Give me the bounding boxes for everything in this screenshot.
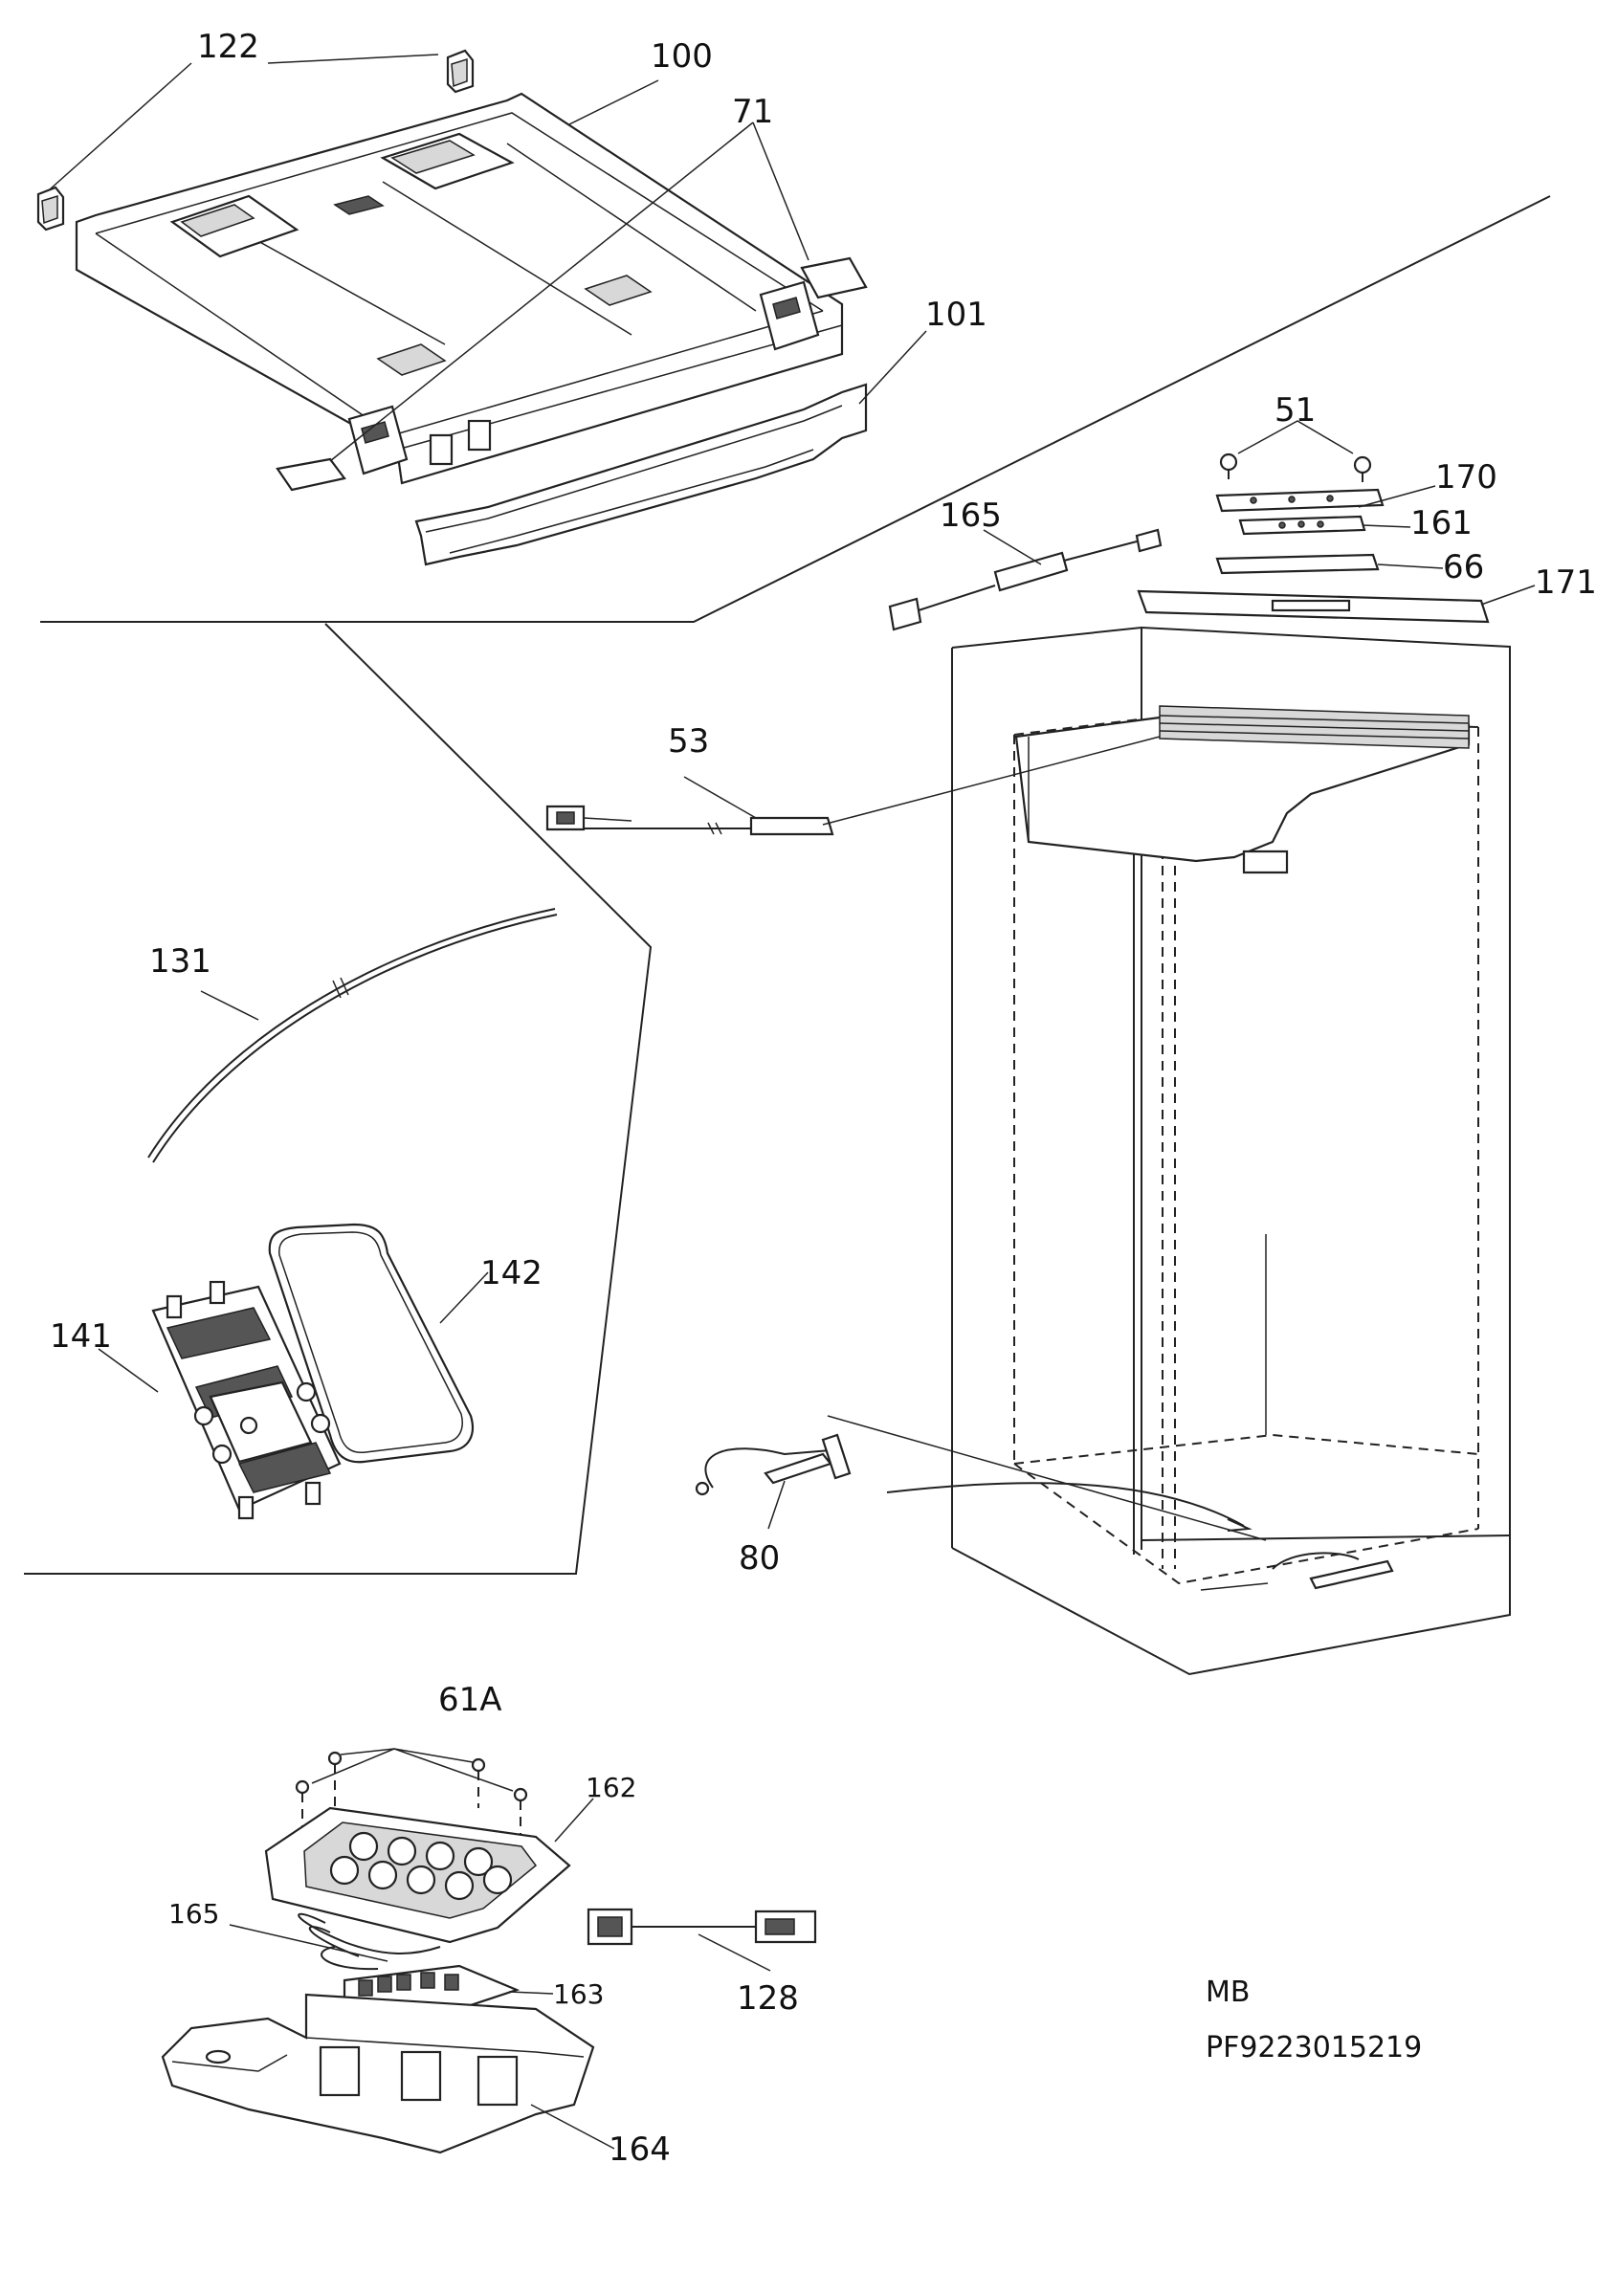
screws-61a (295, 1748, 528, 1861)
callout-51: 51 (1274, 391, 1316, 430)
control-panel-170 (1215, 488, 1385, 513)
lamp-cover-142 (268, 1223, 489, 1464)
callout-162: 162 (586, 1772, 636, 1803)
callout-80: 80 (739, 1539, 780, 1578)
cover-162 (264, 1798, 594, 1944)
callout-61a: 61A (438, 1681, 502, 1719)
callout-122: 122 (197, 28, 259, 66)
callout-165-top: 165 (940, 497, 1002, 535)
circuit-161 (1238, 515, 1366, 536)
evaporator-housing (1014, 705, 1471, 874)
wire-harness-165-lower (229, 1912, 441, 1971)
callout-142: 142 (480, 1254, 543, 1292)
lamp-housing-141 (98, 1280, 342, 1520)
callout-66: 66 (1443, 548, 1484, 586)
callout-165-lower: 165 (168, 1898, 219, 1930)
callout-171: 171 (1535, 563, 1597, 602)
callout-labels: 122 100 71 101 51 170 161 66 171 165 53 … (50, 28, 1597, 2169)
callout-71: 71 (732, 93, 773, 131)
handle-101 (414, 383, 868, 566)
callout-163: 163 (553, 1978, 604, 2010)
callout-164: 164 (609, 2130, 671, 2169)
callout-101: 101 (925, 296, 987, 334)
section-dividers (24, 195, 1551, 1575)
seal-strip-131 (147, 908, 558, 1163)
callout-141: 141 (50, 1317, 112, 1356)
cover-71 (276, 256, 868, 492)
callout-128: 128 (737, 1979, 799, 2018)
cabinet-body (951, 626, 1511, 1676)
screw-51 (1219, 420, 1372, 482)
callout-131: 131 (149, 942, 211, 981)
leaders-right-top (1358, 485, 1536, 606)
model-code: MB (1206, 1976, 1250, 2009)
callout-100: 100 (651, 37, 713, 76)
callout-53: 53 (668, 722, 709, 761)
housing-164 (161, 1993, 615, 2154)
part-number: PF9223015219 (1206, 2031, 1422, 2064)
sensor-80-assembly (695, 1415, 1394, 1591)
sensor-53 (545, 736, 1161, 836)
callout-170: 170 (1435, 458, 1497, 497)
drawer-tray-100 (36, 49, 844, 485)
callout-161: 161 (1410, 504, 1473, 542)
light-bar-66 (1215, 553, 1380, 575)
top-cover-171 (1137, 589, 1490, 624)
leaders-top (49, 54, 927, 462)
wire-harness-165 (888, 528, 1163, 631)
cable-128 (587, 1908, 817, 1972)
reference-block: MB PF9223015219 (1206, 1976, 1422, 2064)
